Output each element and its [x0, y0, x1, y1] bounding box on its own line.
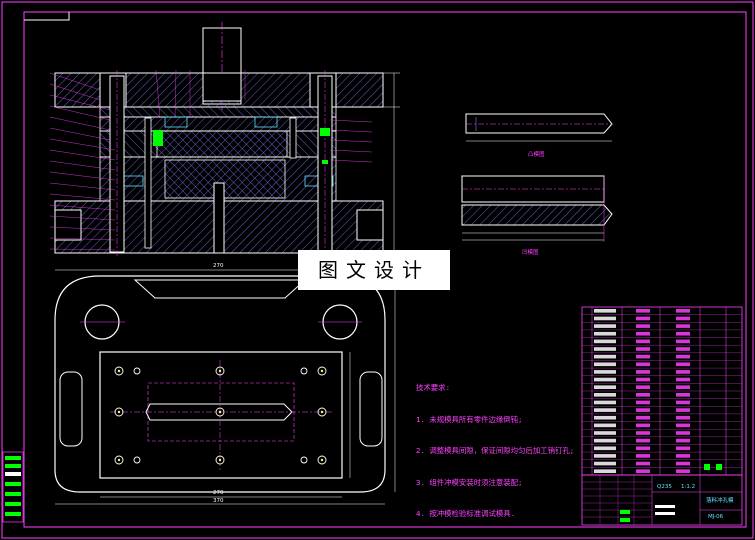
parts-cell-text — [594, 347, 616, 351]
material-label: Q235 — [657, 484, 672, 490]
parts-cell-text — [636, 331, 650, 336]
parts-cell-text — [636, 454, 650, 458]
tech-req-item: 1. 未规模具所有零件边缘倒钝; — [416, 414, 523, 424]
parts-cell-text — [594, 370, 616, 374]
parts-cell-text — [636, 446, 650, 451]
parts-cell-text — [676, 309, 690, 313]
parts-cell-text — [594, 415, 616, 420]
parts-cell-text — [676, 339, 690, 344]
drawing-name: 落料冲孔模 — [706, 498, 734, 504]
punch-detail-view — [465, 113, 613, 142]
parts-cell-text — [594, 438, 616, 443]
assembly-section-view — [49, 22, 400, 256]
parts-cell-text — [636, 400, 650, 405]
parts-cell-text — [594, 408, 616, 412]
left-side-table — [2, 451, 24, 523]
parts-cell-text — [636, 347, 650, 351]
parts-cell-text — [636, 393, 650, 397]
tech-req-heading: 技术要求: — [416, 383, 451, 392]
parts-cell-text — [636, 415, 650, 420]
parts-cell-text — [676, 377, 690, 382]
parts-cell-text — [676, 324, 690, 328]
parts-cell-text — [594, 469, 616, 473]
parts-cell-text — [636, 339, 650, 344]
parts-cell-text — [594, 309, 616, 313]
technical-requirements: 技术要求: 1. 未规模具所有零件边缘倒钝; 2. 调整模具间隙，保证间隙均匀后… — [416, 362, 574, 530]
parts-cell-text — [594, 362, 616, 367]
parts-cell-text — [594, 461, 616, 466]
parts-cell-text — [676, 347, 690, 351]
parts-cell-text — [636, 423, 650, 428]
parts-cell-text — [594, 446, 616, 451]
parts-cell-text — [676, 431, 690, 435]
parts-cell-text — [676, 362, 690, 367]
die-detail-view — [461, 175, 613, 242]
parts-cell-text — [676, 446, 690, 451]
parts-cell-text — [676, 385, 690, 389]
base-width-dimension: 370 — [213, 498, 224, 504]
parts-cell-text — [676, 454, 690, 458]
parts-cell-text — [636, 324, 650, 328]
parts-cell-text — [676, 415, 690, 420]
title-block — [581, 474, 743, 526]
parts-cell-text — [636, 370, 650, 374]
parts-list — [581, 306, 743, 476]
parts-cell-text — [676, 400, 690, 405]
parts-cell-text — [636, 438, 650, 443]
overall-width-dimension: 270 — [213, 263, 224, 269]
drawing-number: MJ-06 — [708, 514, 724, 520]
scale-label: 1:1.2 — [681, 484, 696, 490]
parts-cell-text — [594, 454, 616, 458]
parts-cell-text — [636, 408, 650, 412]
parts-cell-text — [594, 354, 616, 359]
parts-cell-text — [636, 354, 650, 359]
parts-cell-text — [676, 316, 690, 321]
parts-cell-text — [594, 385, 616, 389]
parts-cell-text — [594, 324, 616, 328]
parts-cell-text — [636, 316, 650, 321]
parts-cell-text — [636, 377, 650, 382]
parts-cell-text — [676, 370, 690, 374]
parts-cell-text — [594, 423, 616, 428]
plate-width-dimension: 270 — [213, 490, 224, 496]
parts-cell-text — [636, 385, 650, 389]
parts-cell-text — [594, 377, 616, 382]
parts-cell-text — [676, 408, 690, 412]
parts-cell-text — [594, 331, 616, 336]
parts-cell-text — [676, 354, 690, 359]
punch-view-caption: 凸模图 — [528, 152, 545, 158]
tech-req-item: 2. 调整模具间隙，保证间隙均匀后加工销钉孔; — [416, 446, 575, 455]
parts-cell-text — [636, 309, 650, 313]
parts-cell-text — [676, 331, 690, 336]
parts-cell-text — [594, 316, 616, 321]
watermark-banner: 图文设计 — [298, 250, 450, 290]
parts-cell-text — [676, 469, 690, 473]
parts-cell-text — [636, 431, 650, 435]
die-view-caption: 凹模图 — [522, 250, 539, 256]
tech-req-item: 3. 组件冲模安装时须注意装配; — [416, 477, 523, 487]
parts-cell-text — [636, 469, 650, 473]
parts-cell-text — [594, 393, 616, 397]
parts-cell-text — [594, 339, 616, 344]
die-plan-view — [54, 269, 396, 505]
parts-cell-text — [594, 400, 616, 405]
parts-cell-text — [676, 438, 690, 443]
parts-cell-text — [636, 461, 650, 466]
parts-cell-text — [676, 461, 690, 466]
tech-req-item: 4. 按冲模检验标准调试模具. — [416, 509, 516, 518]
parts-cell-text — [676, 423, 690, 428]
parts-cell-text — [676, 393, 690, 397]
parts-cell-text — [636, 362, 650, 367]
parts-cell-text — [594, 431, 616, 435]
